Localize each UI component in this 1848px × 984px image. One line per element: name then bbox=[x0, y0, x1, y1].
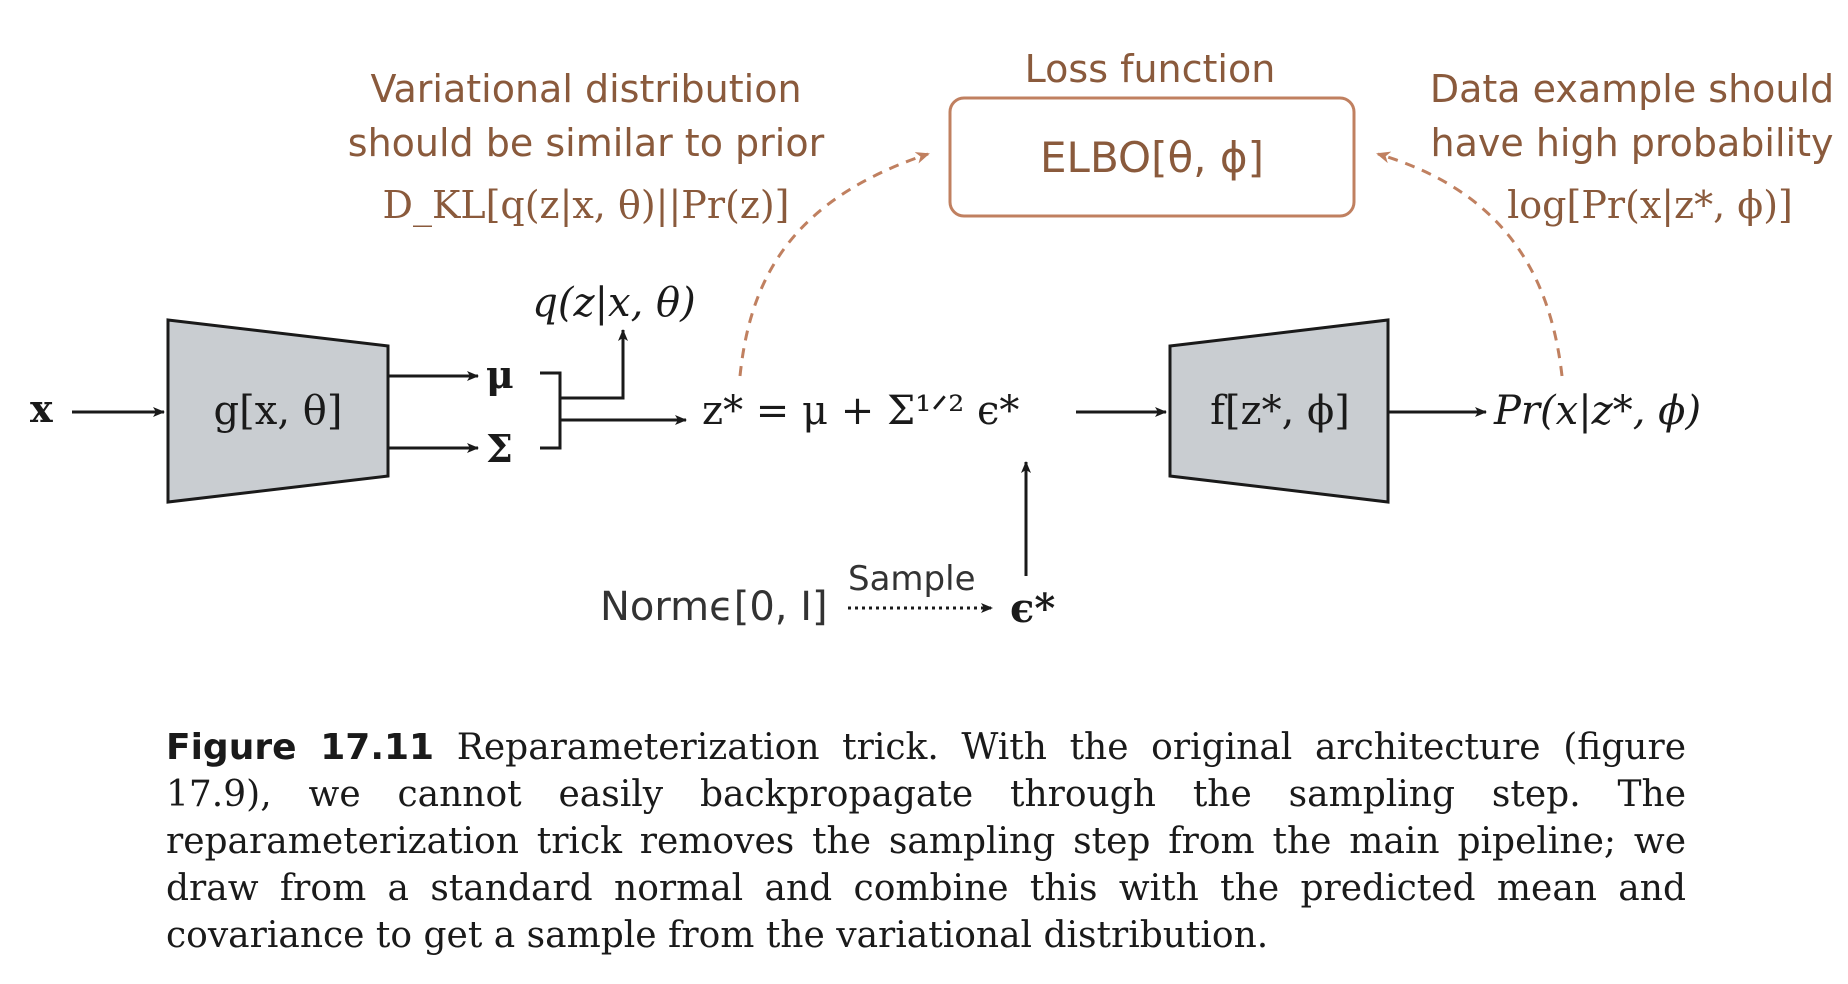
encoder-block bbox=[166, 318, 390, 504]
norm-label: Normϵ[0, I] bbox=[600, 584, 828, 630]
data-formula: log[Pr(x|z*, ϕ)] bbox=[1507, 183, 1793, 227]
decoder-label: f[z*, ϕ] bbox=[1210, 388, 1350, 434]
caption-text: Reparameterization trick. With the origi… bbox=[166, 727, 1687, 956]
kl-formula: D_KL[q(z|x, θ)||Pr(z)] bbox=[382, 183, 789, 228]
kl-text-line1: Variational distribution bbox=[370, 67, 801, 111]
caption-label: Figure 17.11 bbox=[166, 727, 435, 768]
input-x-label: x bbox=[30, 386, 53, 431]
decoder-block bbox=[1168, 318, 1390, 504]
figure-caption: Figure 17.11 Reparameterization trick. W… bbox=[166, 724, 1686, 959]
sample-label: Sample bbox=[848, 559, 975, 599]
z-equation: z* = μ + Σ¹ᐟ² ϵ* bbox=[702, 388, 1019, 434]
data-loss-arrow bbox=[1376, 151, 1564, 377]
loss-title: Loss function bbox=[1025, 47, 1276, 91]
combine-bracket bbox=[540, 334, 685, 450]
output-label: Pr(x|z*, ϕ) bbox=[1493, 388, 1701, 434]
sigma-label: Σ bbox=[486, 426, 513, 471]
encoder-label: g[x, θ] bbox=[214, 388, 343, 434]
kl-loss-arrow bbox=[738, 152, 930, 377]
epsilon-label: ϵ* bbox=[1010, 585, 1055, 632]
mu-label: μ bbox=[486, 352, 514, 397]
data-text-line2: have high probability bbox=[1431, 121, 1834, 165]
data-text-line1: Data example should bbox=[1430, 67, 1834, 111]
loss-box bbox=[948, 96, 1356, 218]
q-label: q(z|x, θ) bbox=[532, 280, 695, 326]
kl-text-line2: should be similar to prior bbox=[348, 121, 825, 165]
elbo-label: ELBO[θ, ϕ] bbox=[1040, 133, 1264, 182]
